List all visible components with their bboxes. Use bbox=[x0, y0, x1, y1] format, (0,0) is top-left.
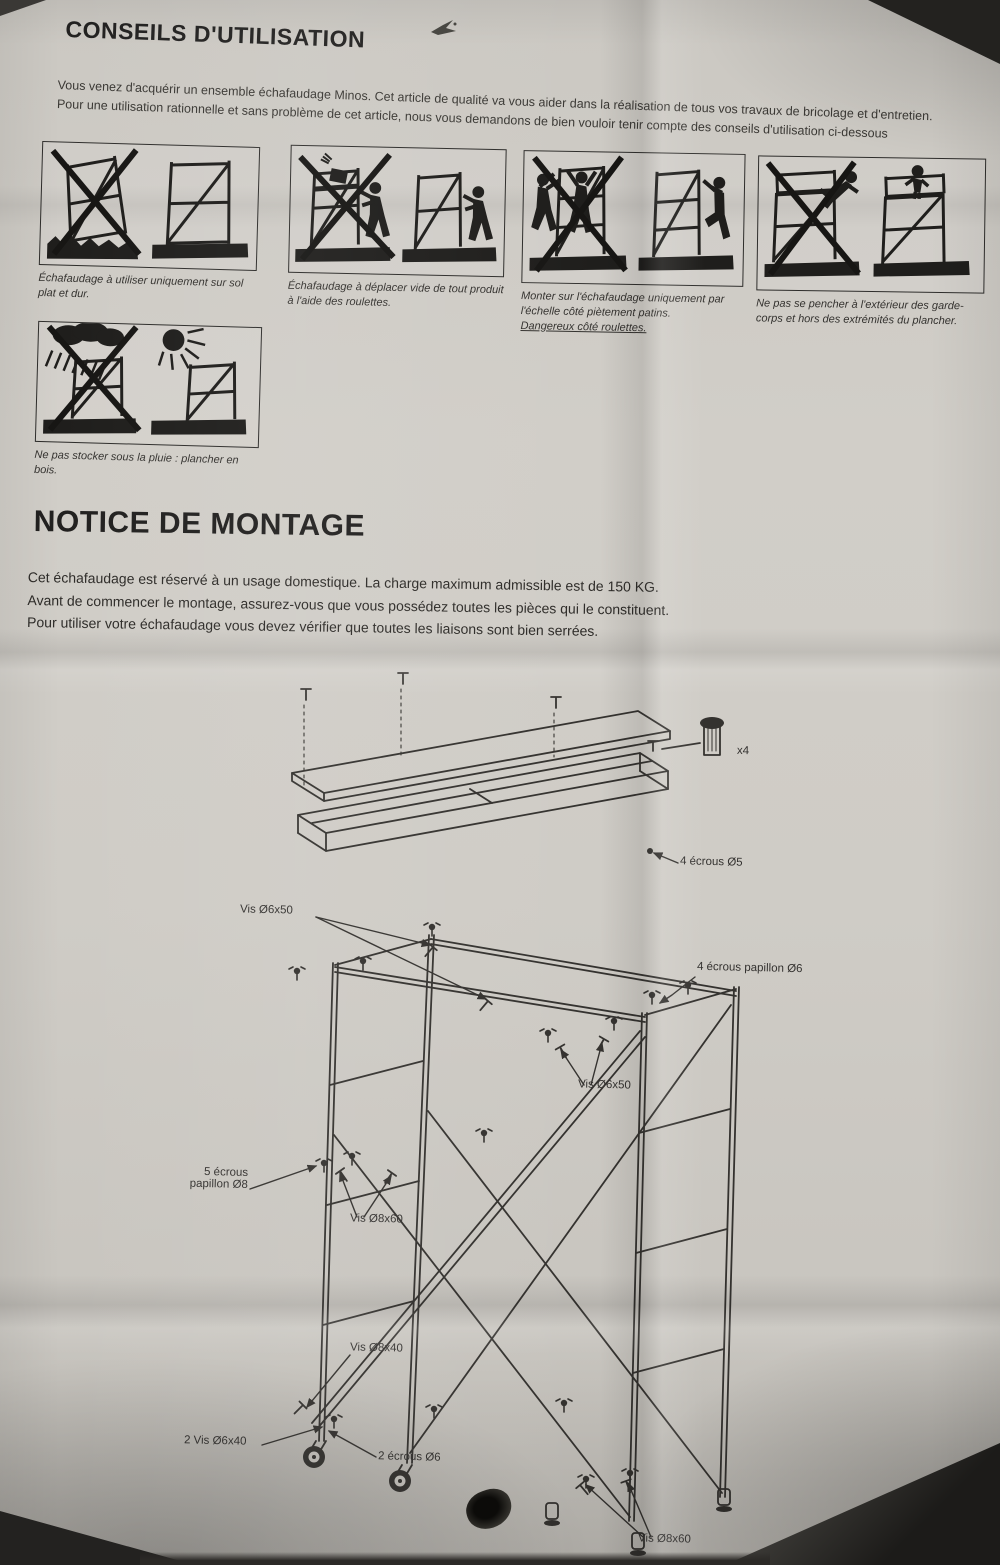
pictogram-caption: Ne pas stocker sous la pluie : plancher … bbox=[33, 448, 239, 477]
pictogram-box bbox=[34, 320, 263, 449]
label-vis-o8x60-upper: Vis Ø8x60 bbox=[349, 1212, 403, 1226]
label-vis-o6x40: 2 Vis Ø6x40 bbox=[183, 1434, 247, 1448]
label-bolt-qty: x4 bbox=[736, 744, 750, 758]
section-title-conseils: CONSEILS D'UTILISATION bbox=[65, 16, 366, 53]
pictogram-box bbox=[288, 144, 507, 278]
intro-paragraph: Vous venez d'acquérir un ensemble échafa… bbox=[56, 77, 933, 141]
label-vis-o6x50-top: Vis Ø6x50 bbox=[239, 903, 293, 917]
montage-paragraph: Cet échafaudage est réservé à un usage d… bbox=[27, 566, 728, 645]
label-vis-o6x50-mid: Vis Ø6x50 bbox=[577, 1078, 631, 1092]
label-wing-nuts-o6: 4 écrous papillon Ø6 bbox=[696, 960, 803, 976]
pictogram-caption: Ne pas se pencher à l'extérieur des gard… bbox=[755, 297, 964, 328]
pictogram-move-empty: Échafaudage à déplacer vide de tout prod… bbox=[287, 144, 507, 313]
pictogram-caption: Monter sur l'échafaudage uniquement par … bbox=[520, 289, 743, 337]
paper-bottom-edge bbox=[140, 1552, 770, 1565]
label-line: papillon Ø8 bbox=[189, 1177, 248, 1192]
caption-text: Monter sur l'échafaudage uniquement par … bbox=[520, 290, 725, 320]
pictogram-caption: Échafaudage à utiliser uniquement sur so… bbox=[37, 271, 244, 301]
pictogram-no-rain: Ne pas stocker sous la pluie : plancher … bbox=[33, 320, 263, 484]
ink-smudge-icon bbox=[431, 20, 457, 35]
pictogram-flat-ground: Échafaudage à utiliser uniquement sur so… bbox=[37, 140, 261, 307]
leader-lines bbox=[249, 852, 696, 1538]
label-wing-nuts-o8: 5 écrous papillon Ø8 bbox=[158, 1165, 249, 1191]
label-vis-o8x60-lower: Vis Ø8x60 bbox=[637, 1532, 691, 1546]
label-nuts-o6: 2 écrous Ø6 bbox=[377, 1450, 441, 1464]
pictogram-box bbox=[38, 140, 261, 272]
lean-outside-crossed-icon bbox=[764, 160, 970, 278]
rain-storage-crossed-icon bbox=[43, 321, 247, 435]
pictogram-climb-ladder-side: Monter sur l'échafaudage uniquement par … bbox=[520, 150, 746, 337]
label-nuts-o5: 4 écrous Ø5 bbox=[679, 855, 743, 869]
screw-glyphs bbox=[293, 942, 632, 1496]
pictogram-box bbox=[521, 150, 746, 287]
scaffold-exploded-drawing bbox=[249, 672, 740, 1556]
pictogram-no-leaning: Ne pas se pencher à l'extérieur des gard… bbox=[755, 155, 987, 329]
label-vis-o8x40: Vis Ø8x40 bbox=[349, 1341, 403, 1355]
caption-underlined-text: Dangereux côté roulettes. bbox=[520, 319, 647, 334]
section-title-montage: NOTICE DE MONTAGE bbox=[33, 505, 366, 543]
pictogram-box bbox=[756, 155, 987, 294]
pictogram-caption: Échafaudage à déplacer vide de tout prod… bbox=[287, 279, 504, 309]
move-loaded-crossed-icon bbox=[295, 152, 497, 263]
uneven-ground-crossed-icon bbox=[46, 148, 249, 260]
assembly-diagram: x4 4 écrous Ø5 Vis Ø6x50 4 écrous papill… bbox=[0, 665, 1000, 1565]
wing-nut-glyphs bbox=[288, 922, 697, 1489]
climb-wrong-side-crossed-icon bbox=[529, 155, 734, 273]
